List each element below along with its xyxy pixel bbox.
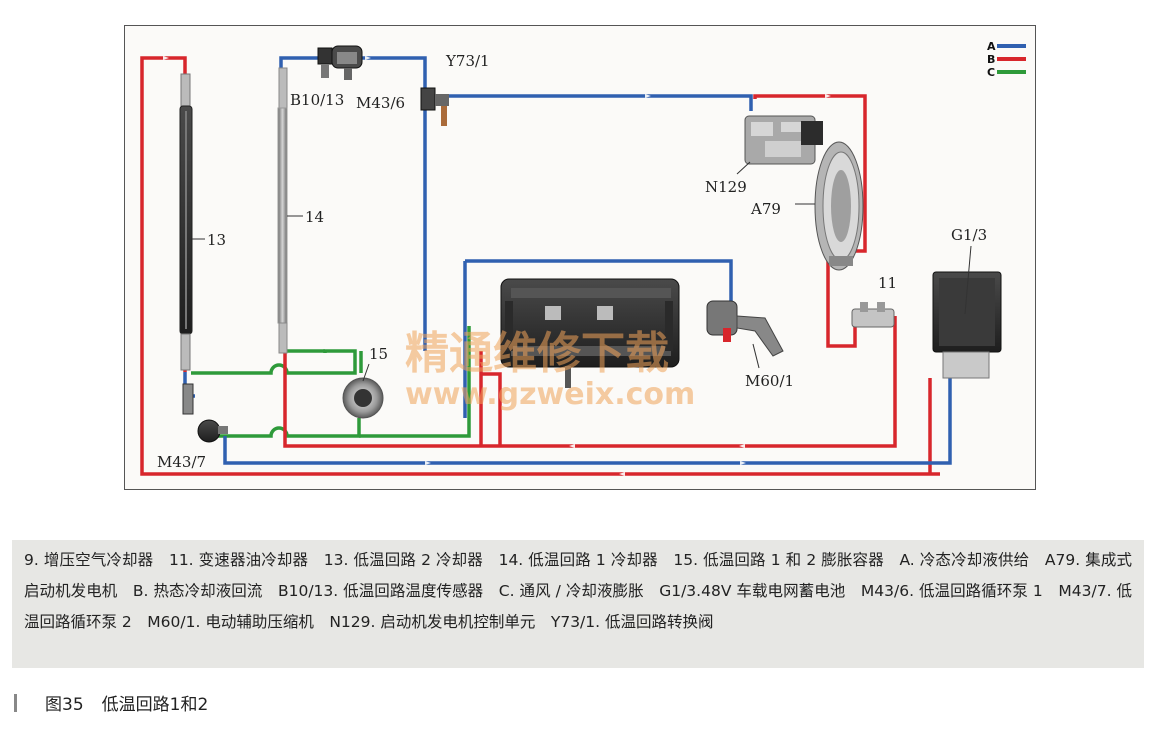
label-n129: N129 — [705, 178, 747, 196]
label-y731: Y73/1 — [445, 52, 490, 70]
label-11: 11 — [878, 274, 897, 292]
figure-title: 图35 低温回路1和2 — [14, 690, 208, 715]
legend-b-letter: B — [987, 53, 995, 66]
diagram-frame: A B C 13 14 B10/13 M43/6 Y73/1 — [124, 25, 1036, 490]
legend-c-letter: C — [987, 66, 995, 79]
caption-legend: 9. 增压空气冷却器 11. 变速器油冷却器 13. 低温回路 2 冷却器 14… — [12, 540, 1144, 668]
cooler-13 — [179, 73, 193, 371]
starter-generator-a79 — [814, 141, 864, 271]
figure-title-bar — [14, 693, 17, 712]
battery-g13 — [932, 271, 1002, 379]
label-a79: A79 — [750, 200, 781, 218]
figure-caption: 低温回路1和2 — [101, 695, 209, 715]
flow-arrows — [163, 56, 831, 476]
compressor-m601 — [706, 300, 784, 357]
watermark-url: www.gzweix.com — [405, 377, 695, 412]
legend-a-letter: A — [987, 40, 996, 53]
label-15: 15 — [369, 345, 388, 363]
cooler-14 — [277, 67, 288, 354]
legend: A B C — [987, 40, 1026, 79]
caption-text: 9. 增压空气冷却器 11. 变速器油冷却器 13. 低温回路 2 冷却器 14… — [24, 551, 1132, 631]
expansion-tank-15 — [342, 377, 384, 419]
transmission-oil-cooler-11 — [851, 302, 895, 328]
figure-number: 图35 — [45, 695, 84, 715]
pump-m436 — [331, 45, 363, 80]
watermark-text: 精通维修下载 — [405, 328, 669, 379]
leader-15 — [362, 363, 370, 382]
label-m601: M60/1 — [745, 372, 794, 390]
leader-g13 — [964, 245, 972, 315]
control-unit-n129 — [744, 115, 823, 165]
cold-supply-lines — [183, 56, 952, 465]
engine-block — [500, 278, 680, 388]
label-13: 13 — [207, 231, 226, 249]
sensor-b1013 — [317, 47, 333, 78]
ventilation-lines — [191, 326, 471, 438]
label-g13: G1/3 — [951, 226, 987, 244]
leader-n129 — [736, 161, 751, 175]
label-m437: M43/7 — [157, 453, 206, 471]
valve-y731 — [420, 87, 449, 126]
leader-m601 — [752, 343, 760, 369]
label-14: 14 — [305, 208, 324, 226]
pump-m437 — [182, 383, 228, 443]
coolant-circuit-diagram: A B C 13 14 B10/13 M43/6 Y73/1 — [140, 40, 1026, 476]
label-b1013: B10/13 — [290, 91, 344, 109]
label-m436: M43/6 — [356, 94, 405, 112]
